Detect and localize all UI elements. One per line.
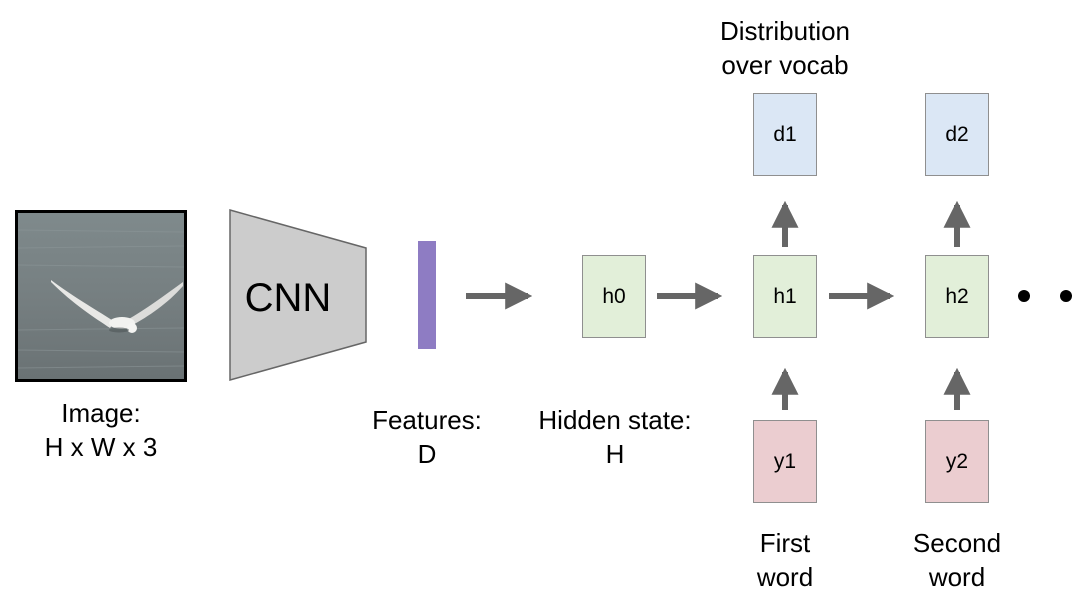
distribution-label-line2: over vocab [721,50,849,80]
cnn-label: CNN [244,276,332,320]
cnn-block [229,209,367,381]
node-h0: h0 [582,255,646,338]
first-word-label: First word [725,526,845,594]
distribution-label: Distribution over vocab [695,14,875,82]
continuation-dot-1 [1018,290,1030,302]
hidden-state-label: Hidden state: H [520,403,710,471]
image-label-line2: H x W x 3 [44,432,158,462]
node-h1: h1 [753,255,817,338]
image-label-line1: Image: [61,398,141,428]
features-label-line2: D [417,439,437,469]
second-word-label-line2: word [928,562,986,592]
second-word-label: Second word [892,526,1022,594]
continuation-dot-2 [1060,290,1072,302]
distribution-label-line1: Distribution [719,16,851,46]
hidden-state-label-line2: H [605,439,625,469]
bird-photo [15,210,187,382]
node-d2: d2 [925,93,989,176]
features-label-line1: Features: [372,405,482,435]
input-image [15,210,187,382]
features-label: Features: D [362,403,492,471]
hidden-state-label-line1: Hidden state: [538,405,692,435]
first-word-label-line2: word [756,562,814,592]
image-label: Image: H x W x 3 [15,396,187,464]
node-h2: h2 [925,255,989,338]
node-y1: y1 [753,420,817,503]
node-y2: y2 [925,420,989,503]
first-word-label-line1: First [759,528,811,558]
second-word-label-line1: Second [912,528,1002,558]
feature-vector-bar [418,241,436,349]
node-d1: d1 [753,93,817,176]
